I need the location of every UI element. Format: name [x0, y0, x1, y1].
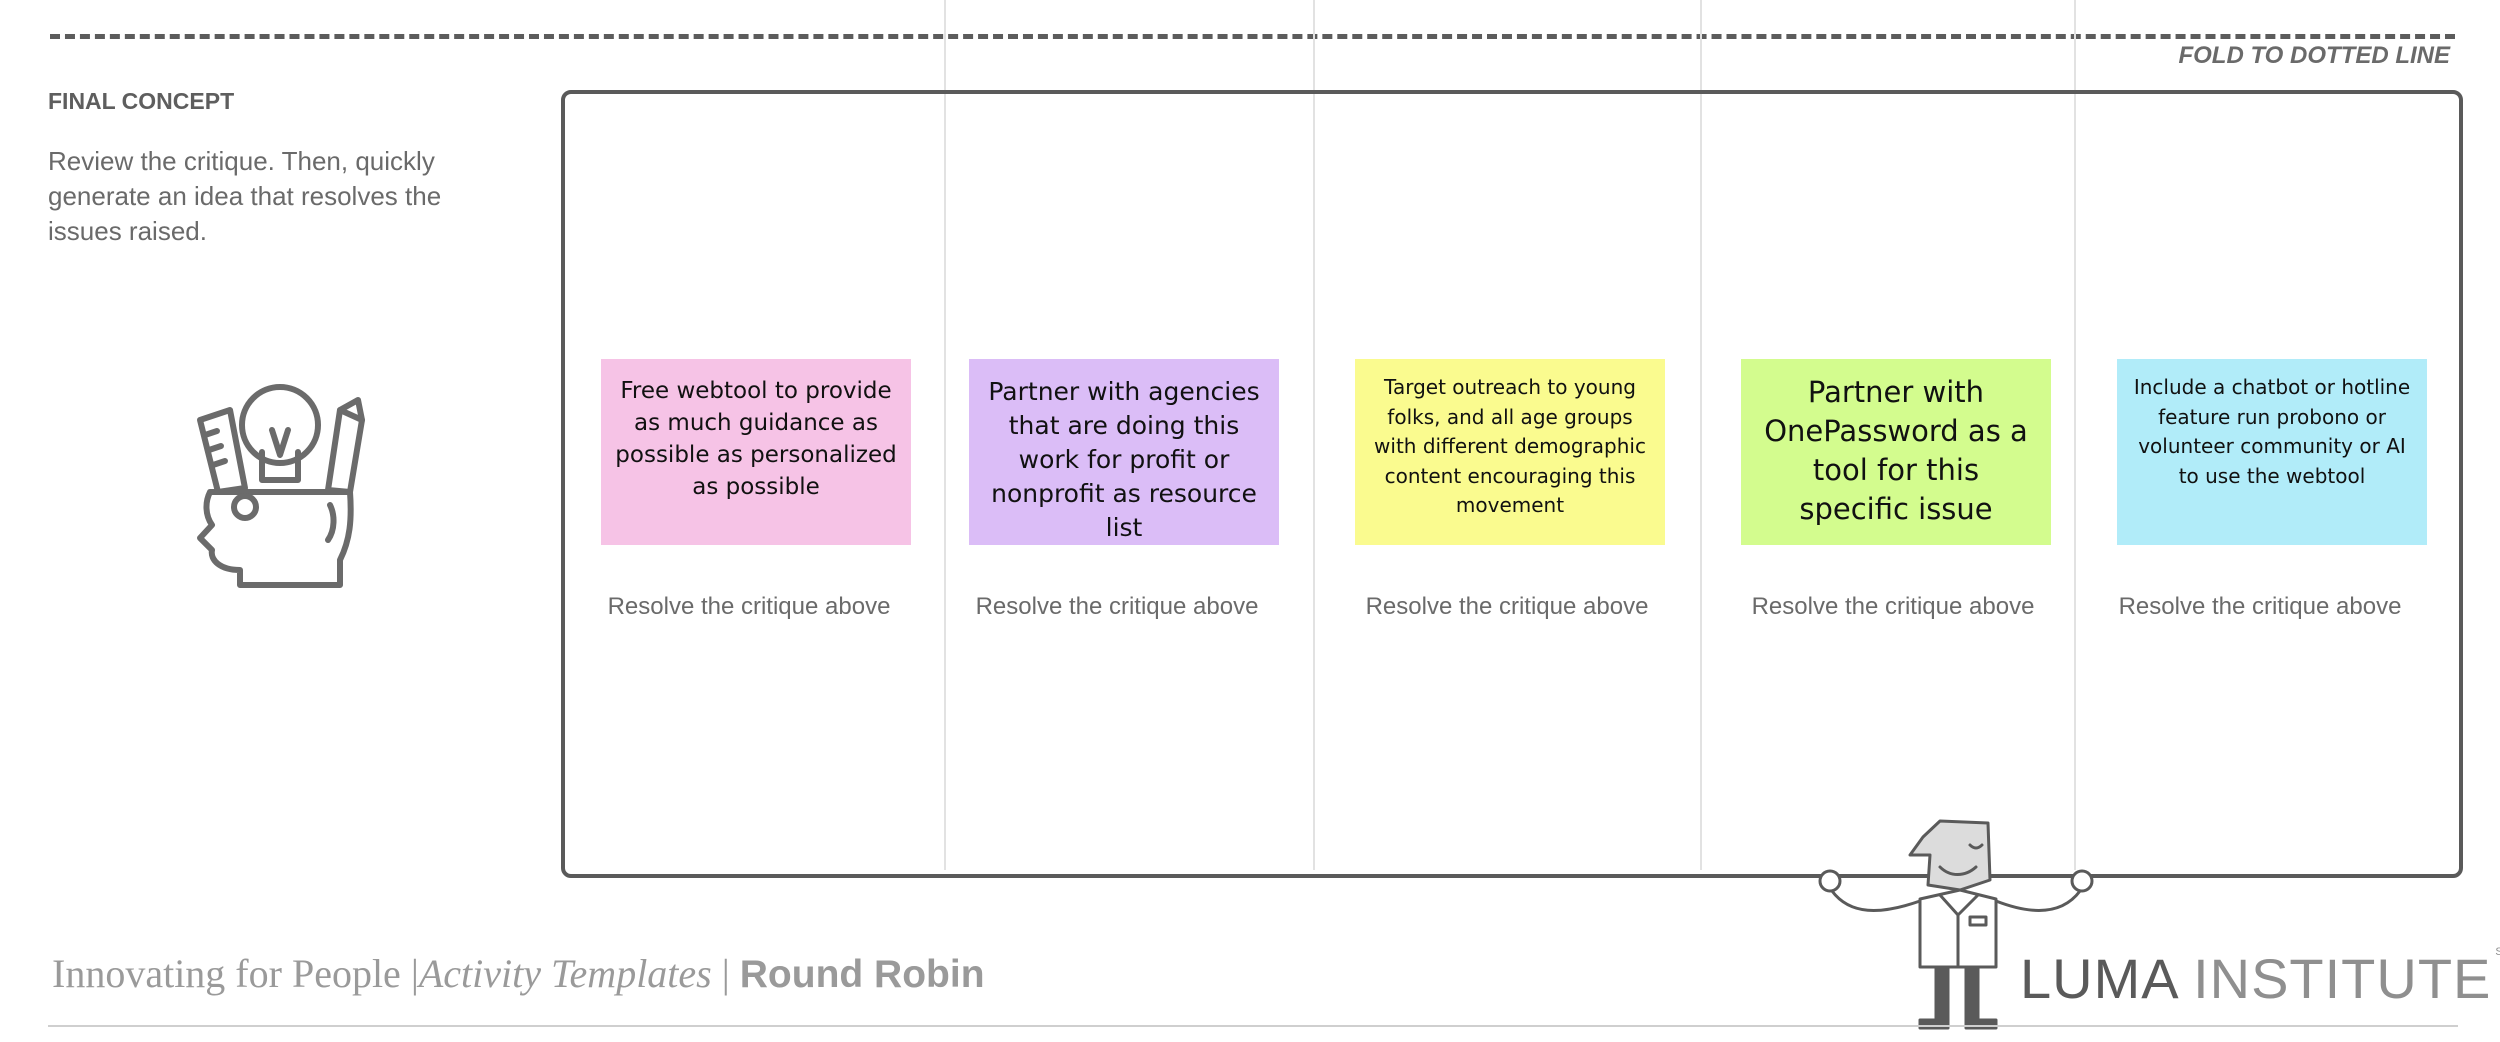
concept-note-text: Partner with agencies that are doing thi…	[988, 377, 1260, 542]
concept-note-text: Partner with OnePassword as a tool for t…	[1764, 375, 2028, 526]
concept-note-text: Free webtool to provide as much guidance…	[615, 378, 897, 500]
resolve-caption-2: Resolve the critique above	[975, 593, 1259, 620]
fold-label: FOLD TO DOTTED LINE	[2178, 42, 2450, 69]
concept-sticky-note-5[interactable]: Include a chatbot or hotline feature run…	[2117, 359, 2427, 545]
resolve-caption-4: Resolve the critique above	[1751, 593, 2035, 620]
concept-note-text: Target outreach to young folks, and all …	[1374, 375, 1646, 517]
footer-title: Innovating for People |Activity Template…	[52, 950, 985, 997]
footer-method: Round Robin	[739, 953, 985, 996]
concept-note-text: Include a chatbot or hotline feature run…	[2133, 375, 2411, 488]
concept-sticky-note-4[interactable]: Partner with OnePassword as a tool for t…	[1741, 359, 2051, 545]
footer-collection: Activity Templates	[418, 951, 712, 996]
footer-program: Innovating for People	[52, 951, 401, 996]
footer-separator: |	[721, 951, 730, 996]
resolve-caption-1: Resolve the critique above	[607, 593, 891, 620]
concept-sticky-note-2[interactable]: Partner with agencies that are doing thi…	[969, 359, 1279, 545]
column-divider	[1700, 0, 1702, 870]
fold-dotted-line	[50, 34, 2455, 39]
column-divider	[2074, 0, 2076, 870]
concept-frame	[561, 90, 2463, 878]
logo-word-institute: INSTITUTE	[2193, 947, 2492, 1010]
section-title: FINAL CONCEPT	[48, 88, 235, 114]
column-divider	[1313, 0, 1315, 870]
resolve-caption-3: Resolve the critique above	[1365, 593, 1649, 620]
concept-sticky-note-1[interactable]: Free webtool to provide as much guidance…	[601, 359, 911, 545]
column-divider	[944, 0, 946, 870]
logo-service-mark: SM	[2495, 946, 2500, 958]
concept-sticky-note-3[interactable]: Target outreach to young folks, and all …	[1355, 359, 1665, 545]
footer-rule	[48, 1025, 2458, 1027]
head-with-ideas-icon	[197, 384, 365, 588]
resolve-caption-5: Resolve the critique above	[2118, 593, 2402, 620]
presenter-figure-icon	[1818, 819, 2094, 1030]
footer-separator: |	[410, 951, 419, 996]
logo-word-luma: LUMA	[2020, 947, 2177, 1010]
luma-institute-logo: LUMA INSTITUTESM	[2020, 946, 2500, 1011]
instructions-text: Review the critique. Then, quickly gener…	[48, 146, 442, 246]
